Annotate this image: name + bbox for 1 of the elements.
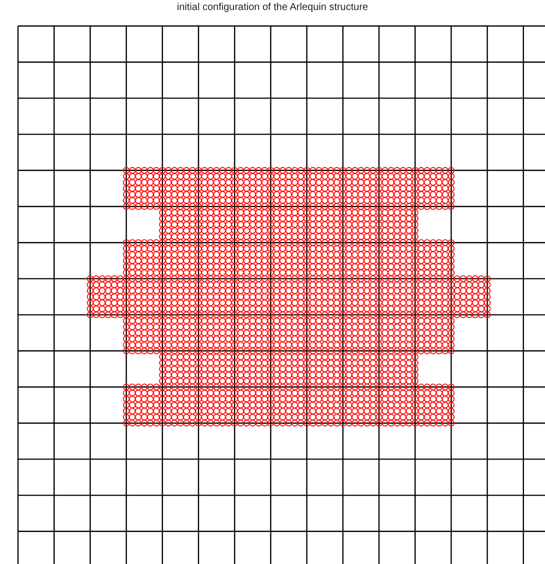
plot-title: initial configuration of the Arlequin structure [176, 2, 368, 13]
